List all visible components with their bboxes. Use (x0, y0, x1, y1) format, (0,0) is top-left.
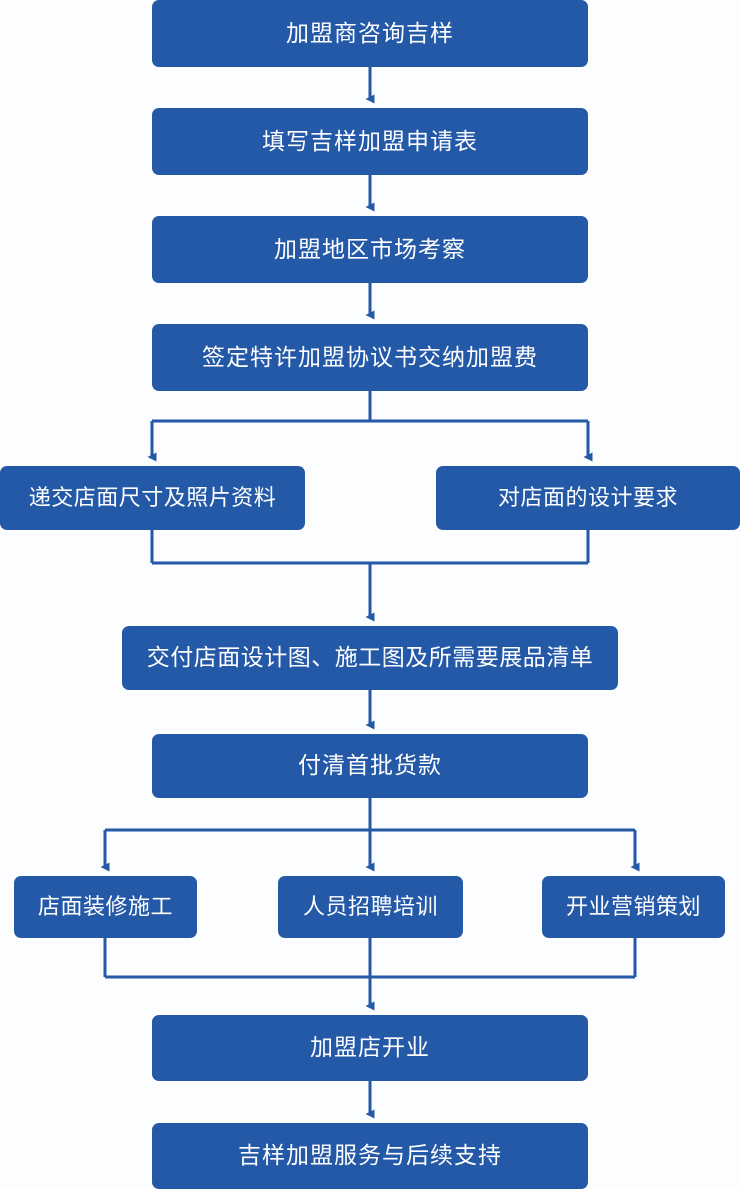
node-n10[interactable]: 人员招聘培训 (278, 876, 463, 938)
node-n1[interactable]: 加盟商咨询吉样 (152, 0, 588, 67)
node-n2[interactable]: 填写吉样加盟申请表 (152, 108, 588, 175)
node-n12[interactable]: 加盟店开业 (152, 1015, 588, 1081)
node-n11[interactable]: 开业营销策划 (542, 876, 725, 938)
node-n7[interactable]: 交付店面设计图、施工图及所需要展品清单 (122, 626, 618, 690)
node-n9[interactable]: 店面装修施工 (14, 876, 197, 938)
node-n5[interactable]: 递交店面尺寸及照片资料 (0, 466, 305, 530)
node-n8[interactable]: 付清首批货款 (152, 734, 588, 798)
node-n6[interactable]: 对店面的设计要求 (436, 466, 740, 530)
node-n3[interactable]: 加盟地区市场考察 (152, 216, 588, 283)
node-n4[interactable]: 签定特许加盟协议书交纳加盟费 (152, 324, 588, 391)
node-n13[interactable]: 吉样加盟服务与后续支持 (152, 1123, 588, 1189)
